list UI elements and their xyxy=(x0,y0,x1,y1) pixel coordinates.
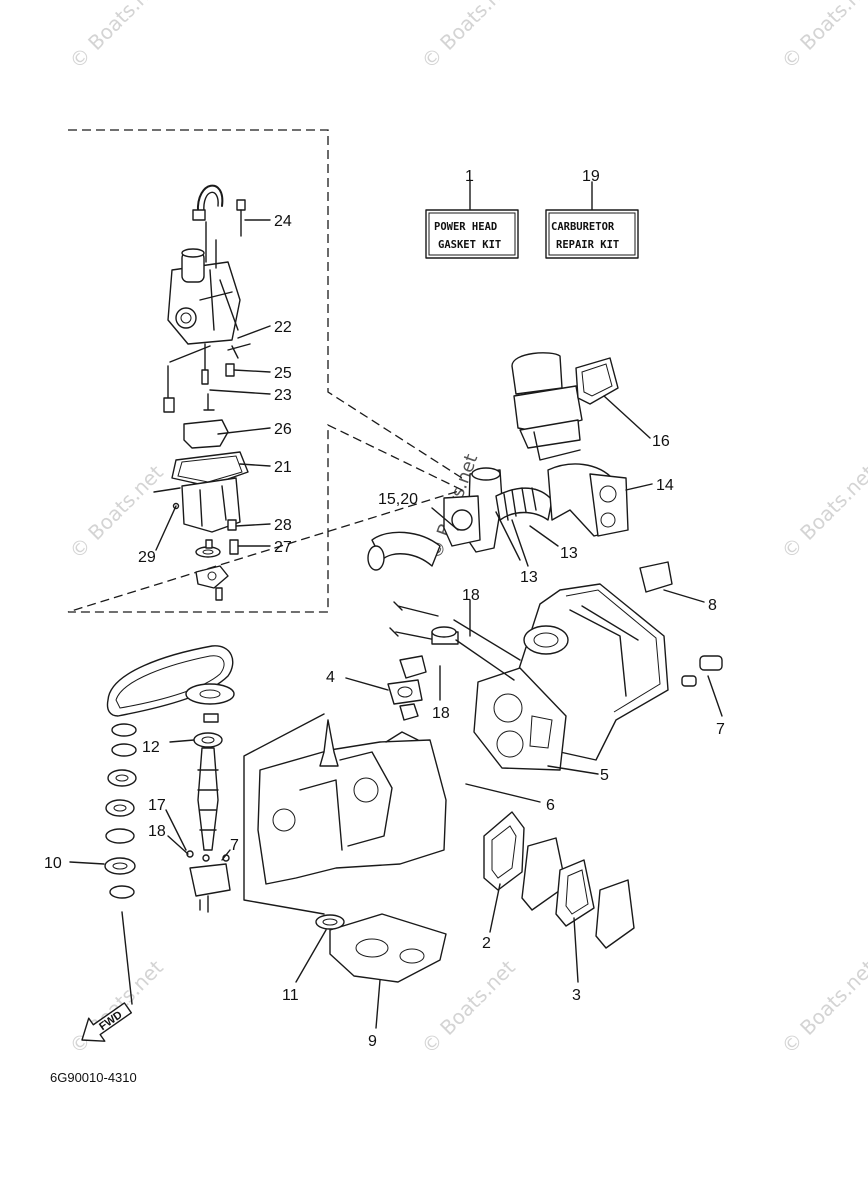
callout-16[interactable]: 16 xyxy=(652,433,670,450)
leader-lines xyxy=(69,219,723,1029)
callout-23[interactable]: 23 xyxy=(274,387,292,404)
callout-18[interactable]: 18 xyxy=(462,587,480,604)
callout-6[interactable]: 6 xyxy=(546,797,555,814)
cylinder-assembly xyxy=(243,561,723,915)
callout-13[interactable]: 13 xyxy=(560,545,578,562)
callout-2[interactable]: 2 xyxy=(482,935,491,952)
callout-12[interactable]: 12 xyxy=(142,739,160,756)
kit-label-line1: POWER HEAD xyxy=(434,221,497,233)
callout-29[interactable]: 29 xyxy=(138,549,156,566)
callout-4[interactable]: 4 xyxy=(326,669,335,686)
intake-assembly xyxy=(367,352,629,571)
watermark: © Boats.net xyxy=(777,0,868,74)
camshaft-assembly xyxy=(104,645,235,1005)
callout-25[interactable]: 25 xyxy=(274,365,292,382)
kit-number-19: 19 xyxy=(582,168,600,185)
watermark: © Boats.net xyxy=(417,955,520,1058)
callout-8[interactable]: 8 xyxy=(708,597,717,614)
kit-label-line2: GASKET KIT xyxy=(438,239,501,251)
callout-14[interactable]: 14 xyxy=(656,477,674,494)
callout-15-20[interactable]: 15,20 xyxy=(378,491,418,508)
kit-power-head[interactable]: 1 POWER HEAD GASKET KIT xyxy=(425,168,519,259)
kit-label-line2: REPAIR KIT xyxy=(556,239,619,251)
callout-27[interactable]: 27 xyxy=(274,539,292,556)
callout-18[interactable]: 18 xyxy=(148,823,166,840)
callout-7[interactable]: 7 xyxy=(716,721,725,738)
callout-21[interactable]: 21 xyxy=(274,459,292,476)
callout-17[interactable]: 17 xyxy=(148,797,166,814)
callout-11[interactable]: 11 xyxy=(282,987,299,1004)
callout-7[interactable]: 7 xyxy=(230,837,239,854)
callout-numbers: 24 22 25 23 26 21 28 27 29 16 14 15,20 1… xyxy=(44,213,725,1050)
watermark: © Boats.net xyxy=(65,955,168,1058)
watermark: © Boats.net xyxy=(777,955,868,1058)
diagram-code: 6G90010-4310 xyxy=(50,1070,137,1085)
callout-26[interactable]: 26 xyxy=(274,421,292,438)
kit-label-line1: CARBURETOR xyxy=(551,221,615,233)
callout-10[interactable]: 10 xyxy=(44,855,62,872)
callout-22[interactable]: 22 xyxy=(274,319,292,336)
callout-18[interactable]: 18 xyxy=(432,705,450,722)
callout-13[interactable]: 13 xyxy=(520,569,538,586)
watermark: © Boats.net xyxy=(417,0,520,74)
callout-9[interactable]: 9 xyxy=(368,1033,377,1050)
lower-gaskets xyxy=(315,811,635,983)
kit-number-1: 1 xyxy=(465,168,474,185)
callout-24[interactable]: 24 xyxy=(274,213,292,230)
callout-5[interactable]: 5 xyxy=(600,767,609,784)
kit-carburetor[interactable]: 19 CARBURETOR REPAIR KIT xyxy=(545,168,639,259)
carburetor-assembly xyxy=(153,184,251,601)
callout-3[interactable]: 3 xyxy=(572,987,581,1004)
callout-28[interactable]: 28 xyxy=(274,517,292,534)
watermark: © Boats.net xyxy=(65,0,168,74)
watermark: © Boats.net xyxy=(777,460,868,563)
